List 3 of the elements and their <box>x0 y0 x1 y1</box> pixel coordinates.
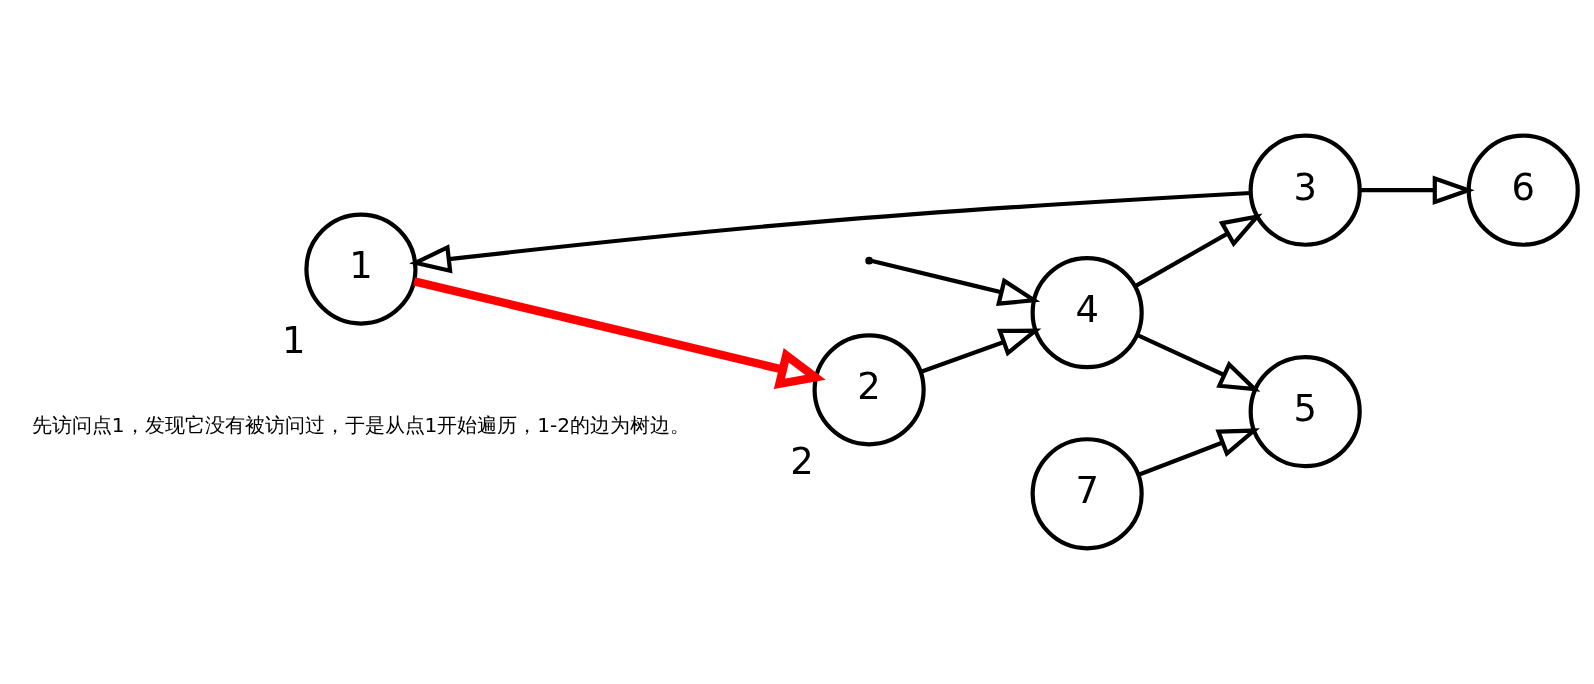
label: 先访问点1，发现它没有被访问过，于是从点1开始遍历，1-2的边为树边。 <box>31 412 691 437</box>
node-label: 2 <box>790 439 814 483</box>
node-label: 1 <box>282 319 306 363</box>
